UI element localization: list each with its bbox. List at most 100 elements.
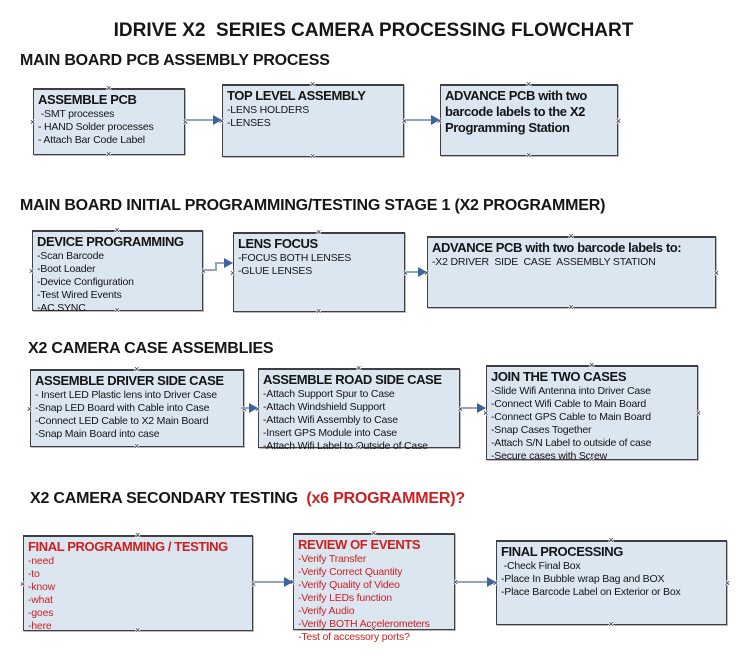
box-assemble-pcb: ×××× ASSEMBLE PCB -SMT processes- HAND S…	[30, 84, 188, 159]
box-item: -Check Final Box	[501, 560, 581, 572]
box-join-the-two-cases: ×××× JOIN THE TWO CASES -Slide Wifi Ante…	[483, 361, 701, 464]
box-item: -Slide Wifi Antenna into Driver Case	[491, 385, 651, 397]
connector-anchor-icon: ×	[30, 117, 36, 127]
box-item: -Test of accessory ports?	[298, 631, 410, 643]
connector-anchor-icon: ×	[20, 578, 26, 589]
box-item: -X2 DRIVER SIDE CASE ASSEMBLY STATION	[432, 256, 656, 268]
connector-anchor-icon: ×	[134, 364, 140, 374]
box-item: -Attach Wifi Assembly to Case	[263, 414, 398, 426]
box-item: -need	[28, 555, 54, 567]
box-item: -Verify Correct Quantity	[298, 566, 403, 578]
box-item: -Connect LED Cable to X2 Main Board	[35, 415, 209, 427]
box-item: -Attach Support Spur to Case	[263, 388, 395, 400]
box-title: ASSEMBLE ROAD SIDE CASE	[263, 372, 442, 387]
box-item: -Scan Barcode	[37, 250, 104, 262]
connector-anchor-icon: ×	[29, 266, 35, 276]
box-item: -know	[28, 581, 56, 593]
connector-anchor-icon: ×	[310, 151, 316, 161]
connector-anchor-icon: ×	[310, 79, 316, 89]
box-advance-pcb-programming-station: ×××× ADVANCE PCB with two barcode labels…	[437, 80, 621, 160]
box-item: -here	[28, 620, 52, 632]
box-item: -Attach Windshield Support	[263, 401, 386, 413]
box-title: ASSEMBLE DRIVER SIDE CASE	[35, 373, 224, 388]
section-heading-initial-programming: MAIN BOARD INITIAL PROGRAMMING/TESTING S…	[20, 197, 606, 214]
box-title: FINAL PROCESSING	[501, 544, 623, 559]
box-assemble-road-side-case: ×××× ASSEMBLE ROAD SIDE CASE -Attach Sup…	[255, 364, 463, 453]
box-title: TOP LEVEL ASSEMBLY	[227, 88, 366, 103]
box-item: -Attach Wifi Label to Outside of Case	[263, 440, 428, 452]
box-item: -SMT processes	[38, 108, 115, 120]
box-final-processing: ×××× FINAL PROCESSING -Check Final Box-P…	[493, 536, 730, 629]
box-title: FINAL PROGRAMMING / TESTING	[28, 539, 228, 554]
box-item: -Place Barcode Label on Exterior or Box	[501, 586, 681, 598]
connector-anchor-icon: ×	[568, 302, 574, 312]
section-heading-pcb-assembly: MAIN BOARD PCB ASSEMBLY PROCESS	[20, 52, 330, 69]
box-item: - Insert LED Plastic lens into Driver Ca…	[35, 389, 217, 401]
box-item: -Test Wired Events	[37, 289, 122, 301]
connector-anchor-icon: ×	[27, 403, 33, 414]
section-heading-secondary-testing: X2 CAMERA SECONDARY TESTING (x6 PROGRAMM…	[30, 490, 465, 508]
box-top-level-assembly: ×××× TOP LEVEL ASSEMBLY -LENS HOLDERS-LE…	[219, 80, 407, 161]
box-title: ASSEMBLE PCB	[38, 92, 137, 107]
connector-anchor-icon: ×	[608, 535, 614, 545]
box-items: -LENS HOLDERS-LENSES	[227, 104, 399, 130]
connector-anchor-icon: ×	[356, 363, 362, 373]
box-items: -Check Final Box-Place In Bubble wrap Ba…	[501, 560, 722, 599]
connector-anchor-icon: ×	[230, 267, 236, 278]
box-item: -Device Configuration	[37, 276, 134, 288]
box-item: -Place In Bubble wrap Bag and BOX	[501, 573, 665, 585]
connector-anchor-icon: ×	[713, 267, 719, 278]
box-lens-focus: ×××× LENS FOCUS -FOCUS BOTH LENSES-GLUE …	[230, 228, 408, 316]
box-item: -GLUE LENSES	[238, 265, 313, 277]
connector-anchor-icon: ×	[134, 441, 140, 451]
box-title: DEVICE PROGRAMMING	[37, 234, 184, 249]
connector-anchor-icon: ×	[135, 530, 141, 540]
connector-anchor-icon: ×	[526, 150, 532, 160]
box-item: -Verify Transfer	[298, 553, 366, 565]
box-assemble-driver-side-case: ×××× ASSEMBLE DRIVER SIDE CASE - Insert …	[27, 365, 247, 451]
box-item: - Attach Bar Code Label	[38, 134, 145, 146]
box-item: -Verify BOTH Accelerometers	[298, 618, 430, 630]
connector-anchor-icon: ×	[526, 79, 532, 89]
box-item: - HAND Solder processes	[38, 121, 154, 133]
box-item: -Verify LEDs function	[298, 592, 392, 604]
connector-anchor-icon: ×	[114, 225, 120, 235]
connector-anchor-icon: ×	[106, 83, 112, 93]
box-advance-pcb-driver-side-station: ×××× ADVANCE PCB with two barcode labels…	[424, 232, 719, 312]
box-item: -to	[28, 568, 40, 580]
connector-anchor-icon: ×	[316, 227, 322, 237]
box-title: LENS FOCUS	[238, 236, 318, 251]
connector-anchor-icon: ×	[371, 528, 377, 538]
box-item: -FOCUS BOTH LENSES	[238, 252, 352, 264]
connector-anchor-icon: ×	[608, 619, 614, 629]
box-item: -Boot Loader	[37, 263, 96, 275]
section-heading-case-assemblies: X2 CAMERA CASE ASSEMBLIES	[28, 340, 274, 357]
box-items: -SMT processes- HAND Solder processes- A…	[38, 108, 180, 147]
section-heading-secondary-testing-black: X2 CAMERA SECONDARY TESTING	[30, 490, 307, 507]
connector-anchor-icon: ×	[316, 306, 322, 316]
box-review-of-events: ×××× REVIEW OF EVENTS -Verify Transfer-V…	[290, 529, 458, 644]
box-item: -LENS HOLDERS	[227, 104, 310, 116]
connector-anchor-icon: ×	[568, 231, 574, 241]
box-item: -Snap Main Board into case	[35, 428, 160, 440]
box-item: -what	[28, 594, 53, 606]
box-item: -Verify Audio	[298, 605, 355, 617]
box-final-programming-testing: ×××× FINAL PROGRAMMING / TESTING -need-t…	[20, 531, 256, 635]
box-items: -Scan Barcode-Boot Loader-Device Configu…	[37, 250, 198, 315]
box-items: -X2 DRIVER SIDE CASE ASSEMBLY STATION	[432, 256, 711, 269]
box-item: -AC SYNC	[37, 302, 86, 314]
section-heading-secondary-testing-red: (x6 PROGRAMMER)?	[306, 490, 465, 507]
box-item: -Attach S/N Label to outside of case	[491, 437, 652, 449]
box-items: -Slide Wifi Antenna into Driver Case-Con…	[491, 385, 693, 463]
box-items: - Insert LED Plastic lens into Driver Ca…	[35, 389, 239, 441]
connector-anchor-icon: ×	[589, 360, 595, 370]
connector-anchor-icon: ×	[724, 578, 730, 588]
box-title: JOIN THE TWO CASES	[491, 369, 627, 384]
connector-anchor-icon: ×	[615, 115, 621, 126]
box-item: -Verify Quality of Video	[298, 579, 400, 591]
box-items: -need-to-know-what-goes-here	[28, 555, 248, 633]
box-title: ADVANCE PCB with two barcode labels to:	[432, 240, 682, 255]
box-item: -Insert GPS Module into Case	[263, 427, 397, 439]
box-item: -Connect Wifi Cable to Main Board	[491, 398, 647, 410]
box-item: -Secure cases with Screw	[491, 450, 607, 462]
